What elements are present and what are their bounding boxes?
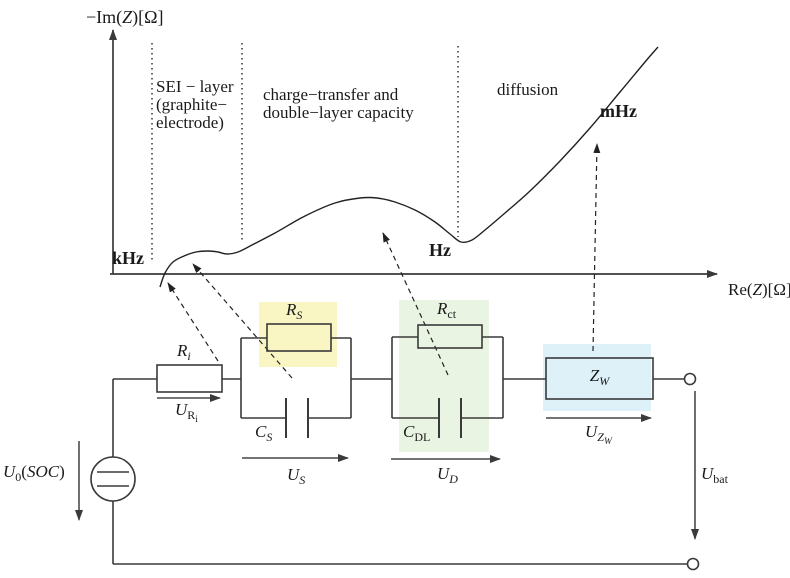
warburg-zw-label: ZW [589,366,610,389]
annotation-arrow-ri [167,282,219,362]
mhz-label: mHz [600,101,637,121]
capacitor-cs-plates [285,398,309,438]
y-axis-label: −Im(Z)[Ω] [86,7,164,27]
diffusion-label: diffusion [497,80,559,99]
voltage-uri-label: URi [175,400,198,425]
region-boundaries [151,43,459,263]
resistor-ri-box [156,364,223,393]
voltage-us-label: US [287,465,306,488]
resistor-rct-label: Rct [437,299,457,322]
voltage-source-symbol [90,456,136,502]
nyquist-curve [159,46,659,288]
sei-region-label-line1: SEI − layer [156,77,234,96]
highlight-zw [543,344,651,411]
resistor-rs-box [266,323,332,352]
sei-region-label-line3: electrode) [156,113,224,132]
charge-transfer-label-line2: double−layer capacity [263,103,414,122]
terminal-bottom [686,557,700,571]
voltage-arrows [75,391,699,540]
annotation-arrow-rct [382,232,449,376]
voltage-ubat-label: Ubat [701,464,728,487]
circuit-wires [112,336,687,565]
voltage-uzw-label: UZW [585,422,612,447]
charge-transfer-label-line1: charge−transfer and [263,85,399,104]
source-u0-label: U0(SOC) [3,462,65,485]
capacitor-cs-label: CS [255,422,273,445]
annotation-arrow-rs [192,263,293,379]
capacitor-cdl-plates [438,398,462,438]
voltage-ud-label: UD [437,464,458,487]
terminal-top [683,372,697,386]
annotation-arrows [167,143,601,379]
x-axis-label: Re(Z)[Ω] [728,280,790,299]
annotation-arrow-zw [592,143,601,352]
hz-label: Hz [429,240,451,260]
capacitor-cdl-label: CDL [403,422,431,445]
sei-region-label-line2: (graphite− [156,95,227,114]
warburg-zw-box [545,357,654,400]
resistor-rct-box [417,324,483,349]
resistor-rs-label: RS [286,300,303,323]
highlight-rs [259,302,337,367]
resistor-ri-label: Ri [177,341,191,364]
khz-label: kHz [112,248,145,268]
